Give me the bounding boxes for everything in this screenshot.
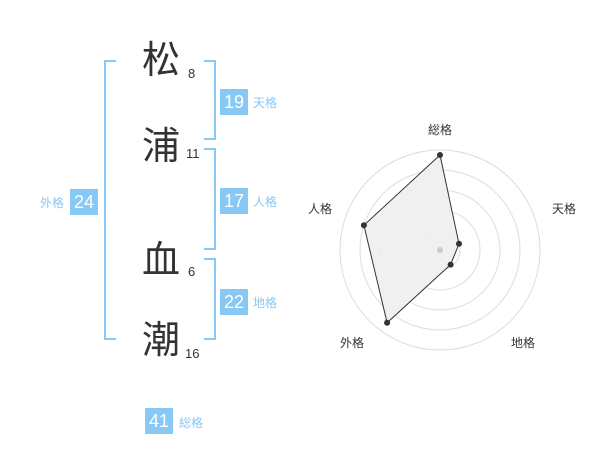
name-char-1: 松 [141, 38, 180, 82]
radar-label-tenkaku: 天格 [552, 202, 577, 216]
tenkaku-bracket [204, 60, 216, 140]
radar-label-chikaku: 地格 [511, 336, 536, 350]
name-char-2-strokes: 11 [186, 146, 200, 161]
name-char-2: 浦 [141, 124, 180, 168]
radar-grid-ring [339, 149, 541, 351]
chikaku-bracket [204, 258, 216, 340]
name-char-3: 血 [141, 238, 180, 282]
name-char-4-strokes: 16 [185, 346, 200, 361]
chikaku-label: 地格 [253, 296, 278, 310]
tenkaku-label: 天格 [253, 96, 278, 110]
radar-label-soukaku: 総格 [428, 123, 453, 137]
gaikaku-value: 24 [70, 189, 98, 215]
soukaku-value: 41 [145, 408, 173, 434]
name-char-3-strokes: 6 [188, 264, 196, 279]
gaikaku-label: 外格 [40, 196, 65, 210]
chikaku-value: 22 [220, 289, 248, 315]
jinkaku-bracket [204, 148, 216, 250]
name-char-4: 潮 [141, 318, 180, 362]
radar-point [456, 240, 462, 247]
radar-value-polygon [363, 154, 460, 324]
radar-point [360, 222, 367, 229]
radar-point [384, 319, 391, 326]
soukaku-label: 総格 [179, 416, 204, 430]
gaikaku-bracket [104, 60, 116, 340]
radar-points [360, 152, 462, 326]
radar-label-gaikaku: 外格 [340, 336, 365, 350]
radar-center-dot [437, 247, 443, 253]
jinkaku-value: 17 [220, 188, 248, 214]
jinkaku-label: 人格 [253, 195, 278, 209]
radar-label-jinkaku: 人格 [308, 202, 333, 216]
radar-point [447, 261, 454, 268]
name-char-1-strokes: 8 [188, 66, 196, 81]
tenkaku-value: 19 [220, 89, 248, 115]
radar-chart [339, 149, 541, 351]
radar-point [437, 152, 443, 158]
